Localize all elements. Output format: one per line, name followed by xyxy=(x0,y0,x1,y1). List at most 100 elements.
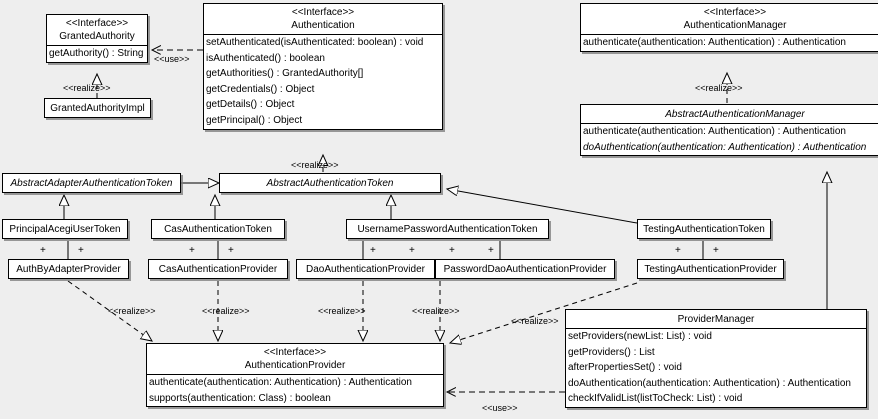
class-header: DaoAuthenticationProvider xyxy=(297,260,434,278)
class-members: setProviders(newList: List) : void getPr… xyxy=(566,328,866,407)
class-auth-by-adapter-provider[interactable]: AuthByAdapterProvider xyxy=(8,259,129,279)
class-header: AbstractAdapterAuthenticationToken xyxy=(3,174,180,192)
class-members: authenticate(authentication: Authenticat… xyxy=(147,374,443,406)
class-member: setProviders(newList: List) : void xyxy=(568,331,712,342)
class-member: authenticate(authentication: Authenticat… xyxy=(583,37,846,48)
class-member: getCredentials() : Object xyxy=(206,83,315,95)
class-member: getProviders() : List xyxy=(568,346,655,358)
class-header: CasAuthenticationProvider xyxy=(149,260,287,278)
class-member: getAuthorities() : GrantedAuthority[] xyxy=(206,68,364,80)
class-header: <<Interface>> AuthenticationManager xyxy=(581,4,878,34)
class-name: AbstractAdapterAuthenticationToken xyxy=(10,178,173,189)
class-authentication-provider[interactable]: <<Interface>> AuthenticationProvider aut… xyxy=(146,343,444,408)
stereotype-label: <<Interface>> xyxy=(703,7,767,18)
class-member: authenticate(authentication: Authenticat… xyxy=(583,126,846,137)
class-name: AuthenticationManager xyxy=(683,20,787,31)
class-name: UsernamePasswordAuthenticationToken xyxy=(357,224,538,235)
class-name: CasAuthenticationProvider xyxy=(158,264,278,275)
class-name: Authentication xyxy=(291,20,355,31)
class-member: doAuthentication(authentication: Authent… xyxy=(568,377,851,389)
class-abstract-authentication-token[interactable]: AbstractAuthenticationToken xyxy=(219,173,441,193)
class-header: AbstractAuthenticationToken xyxy=(220,174,440,192)
class-abstract-adapter-authentication-token[interactable]: AbstractAdapterAuthenticationToken xyxy=(2,173,181,193)
class-header: UsernamePasswordAuthenticationToken xyxy=(347,220,548,238)
class-authentication-manager[interactable]: <<Interface>> AuthenticationManager auth… xyxy=(580,3,878,52)
class-header: AuthByAdapterProvider xyxy=(9,260,128,278)
class-member: checkIfValidList(listToCheck: List) : vo… xyxy=(568,393,743,405)
class-testing-authentication-provider[interactable]: TestingAuthenticationProvider xyxy=(637,259,784,279)
class-name: GrantedAuthorityImpl xyxy=(50,103,145,114)
class-header: <<Interface>> Authentication xyxy=(204,4,442,34)
edge-label-realize-grantedauthorityimpl: <<realize>> xyxy=(63,83,111,93)
class-name: GrantedAuthority xyxy=(59,31,135,42)
association-plus-cas-left: + xyxy=(189,245,195,256)
edge-label-realize-testingauthenticationprovider: <<realize>> xyxy=(511,316,559,326)
edge-label-realize-casauthenticationprovider: <<realize>> xyxy=(202,306,250,316)
class-abstract-authentication-manager[interactable]: AbstractAuthenticationManager authentica… xyxy=(580,104,878,157)
class-member: getAuthority() : String xyxy=(49,48,144,59)
class-header: GrantedAuthorityImpl xyxy=(45,99,150,117)
association-plus-passworddao-left: + xyxy=(449,245,455,256)
class-name: TestingAuthenticationToken xyxy=(643,224,765,235)
association-plus-principal-acegi-right: + xyxy=(78,245,84,256)
class-member: authenticate(authentication: Authenticat… xyxy=(149,377,412,388)
edge-label-realize-abstractauthenticationtoken: <<realize>> xyxy=(291,160,339,170)
class-cas-authentication-provider[interactable]: CasAuthenticationProvider xyxy=(148,259,288,279)
association-plus-testing-left: + xyxy=(675,245,681,256)
class-header: PrincipalAcegiUserToken xyxy=(3,220,127,238)
class-name: DaoAuthenticationProvider xyxy=(306,264,425,275)
stereotype-label: <<Interface>> xyxy=(291,7,355,18)
association-plus-dao-left: + xyxy=(370,245,376,256)
class-member: afterPropertiesSet() : void xyxy=(568,362,682,374)
association-plus-cas-right: + xyxy=(228,245,234,256)
stereotype-label: <<Interface>> xyxy=(65,18,129,29)
edge-label-realize-authbyadapterprovider: <<realize>> xyxy=(108,306,156,316)
edge-label-realize-daoauthenticationprovider: <<realize>> xyxy=(318,306,366,316)
class-header: CasAuthenticationToken xyxy=(152,220,284,238)
class-header: ProviderManager xyxy=(566,310,866,328)
class-name: AbstractAuthenticationManager xyxy=(665,109,805,120)
class-name: PrincipalAcegiUserToken xyxy=(9,224,121,235)
class-member: doAuthentication(authentication: Authent… xyxy=(583,141,867,153)
stereotype-label: <<Interface>> xyxy=(263,347,327,358)
class-name: AbstractAuthenticationToken xyxy=(266,178,394,189)
class-header: <<Interface>> AuthenticationProvider xyxy=(147,344,443,374)
class-dao-authentication-provider[interactable]: DaoAuthenticationProvider xyxy=(296,259,435,279)
association-plus-passworddao-right: + xyxy=(488,245,494,256)
class-name: AuthByAdapterProvider xyxy=(16,264,121,275)
class-principal-acegi-user-token[interactable]: PrincipalAcegiUserToken xyxy=(2,219,128,239)
class-header: <<Interface>> GrantedAuthority xyxy=(47,15,147,45)
class-header: PasswordDaoAuthenticationProvider xyxy=(436,260,614,278)
class-password-dao-authentication-provider[interactable]: PasswordDaoAuthenticationProvider xyxy=(435,259,615,279)
association-plus-testing-right: + xyxy=(713,245,719,256)
class-name: PasswordDaoAuthenticationProvider xyxy=(443,264,607,275)
class-cas-authentication-token[interactable]: CasAuthenticationToken xyxy=(151,219,285,239)
association-plus-principal-acegi-left: + xyxy=(40,245,46,256)
class-testing-authentication-token[interactable]: TestingAuthenticationToken xyxy=(637,219,771,239)
class-header: AbstractAuthenticationManager xyxy=(581,105,878,123)
class-authentication[interactable]: <<Interface>> Authentication setAuthenti… xyxy=(203,3,443,130)
class-name: TestingAuthenticationProvider xyxy=(644,264,777,275)
class-header: TestingAuthenticationProvider xyxy=(638,260,783,278)
class-name: ProviderManager xyxy=(677,314,755,325)
class-provider-manager[interactable]: ProviderManager setProviders(newList: Li… xyxy=(565,309,867,408)
class-members: authenticate(authentication: Authenticat… xyxy=(581,34,878,51)
class-granted-authority[interactable]: <<Interface>> GrantedAuthority getAuthor… xyxy=(46,14,148,63)
class-header: TestingAuthenticationToken xyxy=(638,220,770,238)
class-members: authenticate(authentication: Authenticat… xyxy=(581,123,878,155)
class-members: getAuthority() : String xyxy=(47,45,147,62)
class-name: CasAuthenticationToken xyxy=(164,224,272,235)
class-members: setAuthenticated(isAuthenticated: boolea… xyxy=(204,34,442,129)
class-member: getPrincipal() : Object xyxy=(206,114,303,126)
edge-label-realize-passworddaoauthenticationprovider: <<realize>> xyxy=(412,306,460,316)
association-plus-dao-right: + xyxy=(409,245,415,256)
class-username-password-authentication-token[interactable]: UsernamePasswordAuthenticationToken xyxy=(346,219,549,239)
edge-label-use-providermanager-authenticationprovider: <<use>> xyxy=(482,403,518,413)
class-member: getDetails() : Object xyxy=(206,99,295,111)
class-member: setAuthenticated(isAuthenticated: boolea… xyxy=(206,37,424,48)
class-granted-authority-impl[interactable]: GrantedAuthorityImpl xyxy=(44,98,151,118)
edge-label-use-authentication-grantedauthority: <<use>> xyxy=(154,54,190,64)
edge-label-realize-abstractauthenticationmanager: <<realize>> xyxy=(695,83,743,93)
class-member: isAuthenticated() : boolean xyxy=(206,52,325,64)
